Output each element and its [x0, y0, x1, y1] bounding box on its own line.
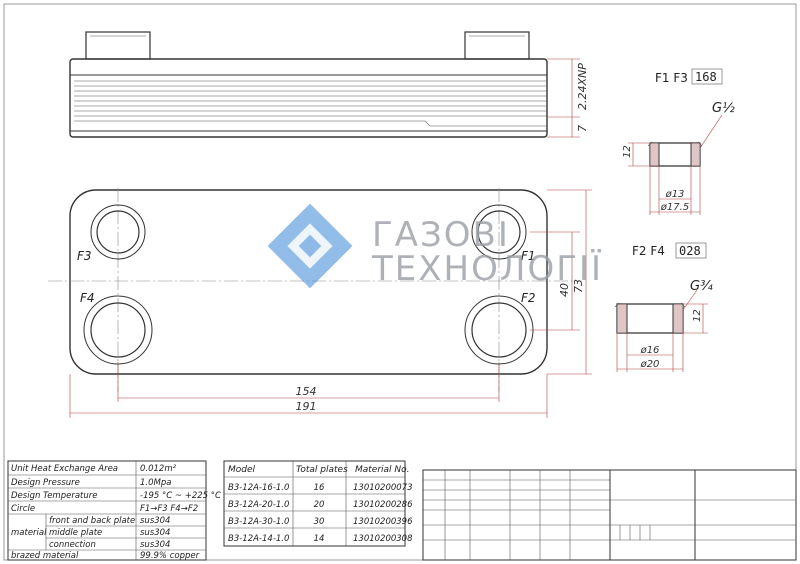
model-cell-1-2: 13010200286 — [353, 500, 413, 510]
spec-material-value-1: sus304 — [140, 528, 170, 538]
spec-material-label-2: connection — [49, 540, 96, 550]
side-dim-bottom: 7 — [576, 125, 589, 132]
spec-value-2: -195 °C ~ +225 °C — [140, 491, 221, 501]
port-f3 — [90, 204, 146, 260]
label-f3: F3 — [77, 249, 92, 263]
detail1-height: 12 — [622, 145, 633, 158]
dim-73: 73 — [572, 279, 585, 293]
side-view: 2.24XNP 7 — [69, 31, 589, 138]
plate-outline — [69, 189, 548, 375]
spec-label-3: Circle — [11, 504, 35, 514]
spec-material-value-0: sus304 — [140, 516, 170, 526]
model-cell-0-0: B3-12A-16-1.0 — [228, 483, 289, 493]
watermark-line1: ГАЗОВІ — [372, 215, 510, 255]
title-block — [422, 469, 797, 561]
dim-154: 154 — [296, 385, 317, 398]
label-f1: F1 — [521, 249, 536, 263]
model-cell-0-2: 13010200073 — [353, 483, 413, 493]
label-f4: F4 — [80, 291, 95, 305]
model-header-2: Material No. — [355, 465, 410, 475]
spec-label-0: Unit Heat Exchange Area — [11, 464, 118, 474]
spec-value-0: 0.012m² — [140, 464, 177, 474]
sheet-border — [3, 3, 797, 561]
detail2-thread: G¾ — [690, 279, 713, 294]
detail2-inner-dia: ø16 — [640, 345, 660, 356]
detail1-code: 168 — [695, 70, 717, 84]
model-cell-3-0: B3-12A-14-1.0 — [228, 534, 289, 544]
spec-value-1: 1.0Mpa — [140, 478, 171, 488]
detail-f1-f3: F1 F3 168 G½ 12 ø13 ø17.5 — [622, 68, 735, 215]
model-cell-2-2: 13010200396 — [353, 517, 413, 527]
spec-brazed-label: brazed material — [11, 551, 79, 561]
model-cell-1-1: 20 — [314, 500, 325, 510]
detail2-outer-dia: ø20 — [640, 359, 660, 370]
detail1-label: F1 F3 — [655, 71, 688, 85]
detail1-outer-dia: ø17.5 — [660, 202, 689, 213]
label-f2: F2 — [521, 291, 536, 305]
model-header-1: Total plates — [296, 465, 348, 475]
detail1-thread: G½ — [712, 101, 735, 116]
spec-table: Unit Heat Exchange Area 0.012m² Design P… — [7, 460, 221, 561]
watermark-logo: ГАЗОВІ ТЕХНОЛОГІЇ — [267, 203, 603, 289]
model-cell-2-0: B3-12A-30-1.0 — [228, 517, 289, 527]
spec-label-1: Design Pressure — [11, 478, 80, 488]
spec-brazed-value: 99.9% copper — [140, 551, 200, 561]
spec-material-label-0: front and back plate — [49, 516, 135, 526]
spec-material-label: material — [11, 528, 47, 538]
watermark-line2: ТЕХНОЛОГІЇ — [371, 249, 603, 289]
detail2-label: F2 F4 — [632, 244, 665, 258]
side-dim-thickness: 2.24XNP — [576, 63, 589, 110]
model-header-0: Model — [228, 465, 256, 475]
model-cell-3-2: 13010200308 — [353, 534, 413, 544]
dim-191: 191 — [296, 400, 317, 413]
dim-40: 40 — [558, 283, 571, 297]
port-f1 — [471, 204, 527, 260]
spec-value-3: F1→F3 F4→F2 — [140, 504, 198, 514]
spec-label-2: Design Temperature — [11, 491, 97, 501]
detail-f2-f4: F2 F4 028 G¾ 12 ø16 ø20 — [614, 242, 713, 372]
model-cell-3-1: 14 — [314, 534, 325, 544]
spec-material-label-1: middle plate — [49, 528, 102, 538]
plate-pack-body — [69, 58, 548, 138]
detail2-code: 028 — [679, 244, 701, 258]
model-table: Model Total plates Material No. B3-12A-1… — [223, 460, 413, 547]
spec-material-value-2: sus304 — [140, 540, 170, 550]
model-cell-0-1: 16 — [314, 483, 325, 493]
detail1-inner-dia: ø13 — [665, 189, 685, 200]
detail2-height: 12 — [692, 309, 703, 322]
model-cell-2-1: 30 — [314, 517, 325, 527]
model-cell-1-0: B3-12A-20-1.0 — [228, 500, 289, 510]
